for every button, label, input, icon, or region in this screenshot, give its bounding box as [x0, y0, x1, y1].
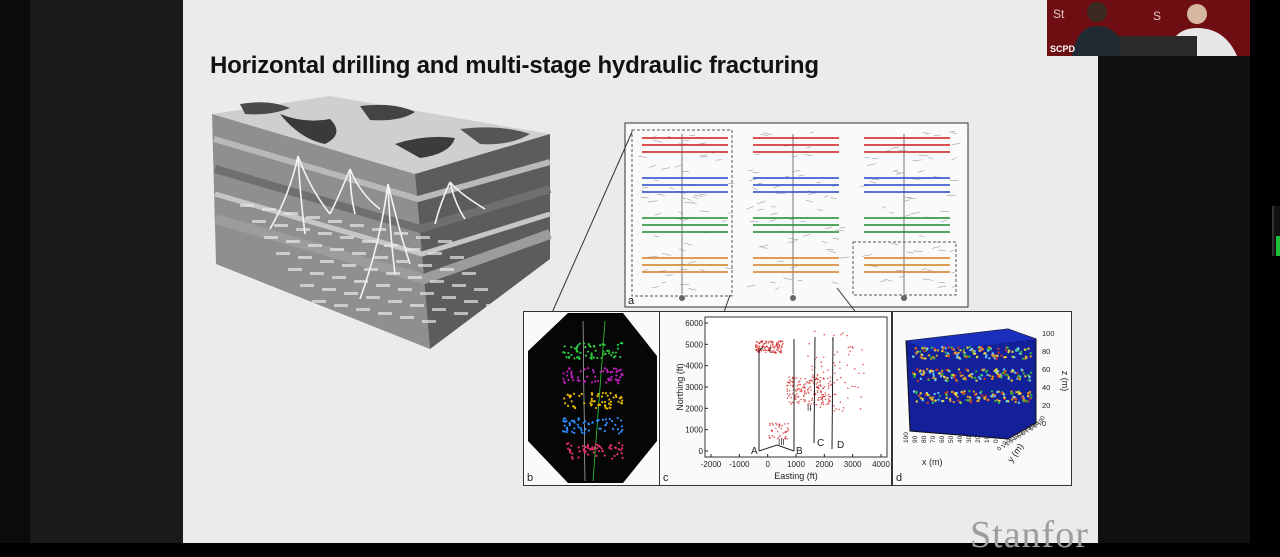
panel-c-ylabel: Northing (ft) [675, 363, 685, 411]
panel-d-xlabel: x (m) [922, 457, 943, 467]
panel-c-xtick: -2000 [701, 460, 722, 469]
panel-d-xtick: 70 [930, 435, 937, 443]
panel-d-xtick: 80 [921, 435, 928, 443]
panel-c-ytick: 3000 [685, 383, 703, 392]
panel-c-ytick: 2000 [685, 404, 703, 413]
panel-c-xtick: 4000 [872, 460, 890, 469]
panel-c-ytick: 4000 [685, 362, 703, 371]
stanford-watermark: Stanfor [970, 513, 1110, 557]
panel-c-xtick: 3000 [844, 460, 862, 469]
panel-d-xtick: 100 [903, 432, 910, 443]
panel-c-well-a: A [751, 446, 758, 457]
presentation-slide: Horizontal drilling and multi-stage hydr… [183, 0, 1098, 543]
panel-d-xtick: 30 [966, 435, 973, 443]
panel-d-xtick: 0 [993, 439, 1000, 443]
panel-c-easting-northing: -2000 -1000 0 1000 2000 3000 4000 0 1000 2000 3000… [659, 311, 892, 486]
panel-d-zlabel: z (m) [1060, 371, 1070, 392]
panel-d-xtick: 50 [948, 435, 955, 443]
video-source-label: SCPD [1050, 44, 1075, 54]
panel-d-ztick: 80 [1042, 347, 1050, 356]
speaker-video-frame: St S [1047, 0, 1250, 56]
panel-c-ytick: 1000 [685, 426, 703, 435]
panel-d-ztick: 40 [1042, 383, 1050, 392]
panel-c-xtick: 1000 [787, 460, 805, 469]
panel-c-xtick: 2000 [815, 460, 833, 469]
panel-d-xtick: 10 [984, 435, 991, 443]
panel-c-xlabel: Easting (ft) [774, 471, 818, 481]
panel-d-ztick: 100 [1042, 329, 1055, 338]
panel-c-stage-i: I [769, 346, 771, 355]
svg-text:St: St [1053, 7, 1065, 21]
panel-b-microseismic: b [523, 311, 660, 486]
side-control-handle[interactable] [1272, 206, 1280, 256]
reservoir-block-diagram [210, 94, 555, 350]
panel-c-label: c [663, 472, 669, 484]
panel-c-xtick: 0 [765, 460, 770, 469]
panel-c-well-c: C [817, 438, 824, 449]
right-dark-margin [1098, 0, 1280, 543]
panel-d-xtick: 20 [975, 435, 982, 443]
panel-c-ytick: 5000 [685, 340, 703, 349]
panel-b-label: b [527, 472, 533, 484]
panel-d-xtick: 40 [957, 435, 964, 443]
panel-d-xtick: 90 [912, 435, 919, 443]
panel-d-xtick: 60 [939, 435, 946, 443]
speaker-video-thumbnail[interactable]: St S SCPD [1047, 0, 1250, 56]
panel-d-ztick: 60 [1042, 365, 1050, 374]
panel-d-label: d [896, 472, 902, 484]
slide-title: Horizontal drilling and multi-stage hydr… [210, 52, 819, 80]
panel-c-ytick: 0 [699, 447, 704, 456]
panel-connector-lines [513, 120, 973, 340]
panel-c-xtick: -1000 [729, 460, 750, 469]
left-dark-margin [0, 0, 183, 543]
panel-c-ytick: 6000 [685, 319, 703, 328]
svg-text:S: S [1153, 9, 1161, 23]
panel-c-stage-iii: III [778, 438, 785, 447]
panel-c-well-b: B [796, 446, 803, 457]
panel-d-ztick: 20 [1042, 401, 1050, 410]
panel-c-stage-ii: II [807, 404, 811, 413]
panel-c-well-d: D [837, 440, 844, 451]
